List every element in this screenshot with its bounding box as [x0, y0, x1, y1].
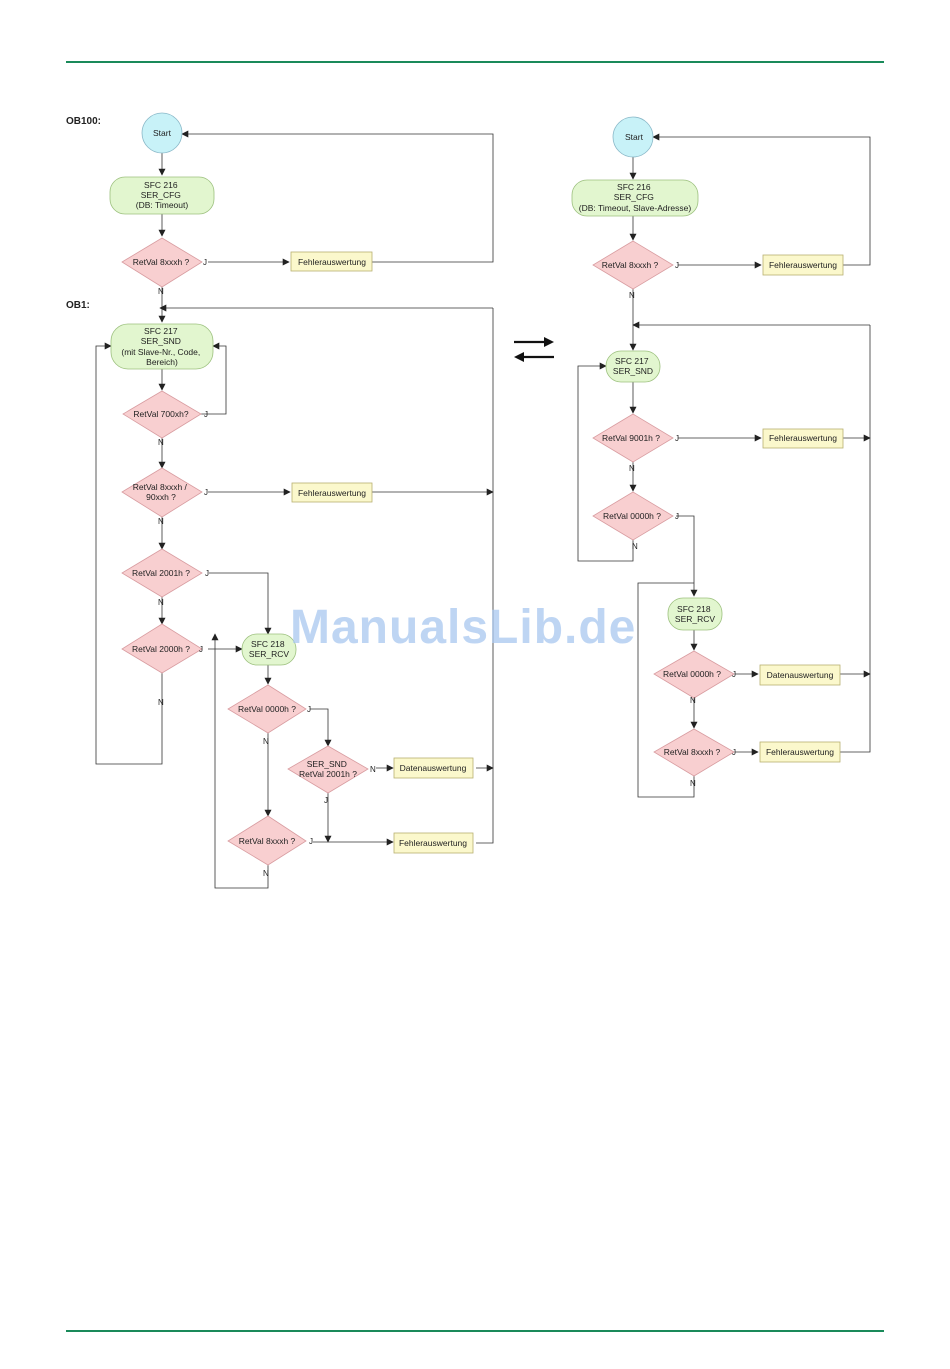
right-decision-0000h-1 [592, 491, 674, 541]
right-decision-8xxxh-2-label: RetVal 8xxxh ? [664, 747, 721, 757]
left-decision-700xh-label: RetVal 700xh? [133, 409, 188, 419]
left-decision-8xxxh-90xxh-label: RetVal 8xxxh / 90xxh ? [133, 482, 190, 502]
right-start-terminator [612, 116, 654, 158]
svg-text:N: N [629, 291, 635, 300]
svg-text:J: J [675, 434, 679, 443]
top-rule [66, 61, 884, 63]
left-sfc216-box [109, 176, 215, 215]
svg-text:J: J [204, 488, 208, 497]
left-start-label: Start [153, 128, 172, 138]
left-branch-labels: J N J N J N J N J N J N N J J N [158, 258, 376, 878]
right-sfc216-box [571, 179, 699, 217]
left-sfc218-box [241, 633, 297, 666]
left-decision-2000h [121, 623, 203, 674]
right-sfc218-label: SFC 218 SER_RCV [675, 604, 715, 624]
right-error-eval-1-label: Fehlerauswertung [769, 260, 837, 270]
right-sfc218-box [667, 597, 723, 631]
left-error-eval-1 [290, 251, 373, 272]
svg-text:J: J [307, 705, 311, 714]
svg-text:N: N [158, 287, 164, 296]
svg-text:J: J [732, 748, 736, 757]
right-branch-labels: J N J N J N J N J N [629, 261, 736, 788]
left-error-eval-2-label: Fehlerauswertung [298, 488, 366, 498]
left-error-eval-2 [291, 482, 373, 503]
svg-text:N: N [158, 598, 164, 607]
left-decision-2001h [121, 548, 203, 598]
right-data-eval [759, 664, 841, 686]
right-decision-9001h-label: RetVal 9001h ? [602, 433, 660, 443]
left-error-eval-3 [393, 832, 474, 854]
right-decision-8xxxh-1-label: RetVal 8xxxh ? [602, 260, 659, 270]
left-sfc217-box [110, 323, 214, 370]
svg-text:J: J [203, 258, 207, 267]
right-decision-8xxxh-1 [592, 240, 674, 290]
right-decision-0000h-2 [653, 650, 735, 699]
right-decision-0000h-1-label: RetVal 0000h ? [603, 511, 661, 521]
svg-text:N: N [158, 438, 164, 447]
left-decision-8xxxh-1-label: RetVal 8xxxh ? [133, 257, 190, 267]
right-error-eval-1 [762, 254, 844, 276]
right-decision-8xxxh-2 [653, 728, 735, 777]
left-sfc218-label: SFC 218 SER_RCV [249, 639, 289, 659]
svg-text:J: J [324, 796, 328, 805]
svg-text:N: N [370, 765, 376, 774]
right-error-eval-2-label: Fehlerauswertung [769, 433, 837, 443]
section-ob1-label: OB1: [66, 300, 90, 311]
svg-text:J: J [309, 837, 313, 846]
right-decision-0000h-2-label: RetVal 0000h ? [663, 669, 721, 679]
svg-text:J: J [675, 261, 679, 270]
left-decision-0000h-label: RetVal 0000h ? [238, 704, 296, 714]
left-connectors [95, 130, 494, 889]
left-error-eval-3-label: Fehlerauswertung [399, 838, 467, 848]
section-ob100-label: OB100: [66, 116, 101, 127]
right-decision-9001h [592, 413, 674, 463]
left-decision-700xh [122, 390, 202, 439]
right-error-eval-3 [759, 741, 841, 763]
left-decision-2001h-label: RetVal 2001h ? [132, 568, 190, 578]
left-decision-8xxxh-1 [121, 237, 203, 288]
left-decision-0000h [227, 684, 307, 734]
left-start-terminator [141, 112, 183, 154]
left-decision-2000h-label: RetVal 2000h ? [132, 644, 190, 654]
right-error-eval-3-label: Fehlerauswertung [766, 747, 834, 757]
left-data-eval-label: Datenauswertung [400, 763, 467, 773]
right-sfc217-label: SFC 217 SER_SND [613, 356, 653, 376]
left-sfc216-label: SFC 216 SER_CFG (DB: Timeout) [136, 180, 189, 210]
svg-text:J: J [205, 569, 209, 578]
left-decision-ser-snd [287, 745, 369, 794]
left-error-eval-1-label: Fehlerauswertung [298, 257, 366, 267]
svg-text:N: N [263, 737, 269, 746]
svg-text:N: N [690, 779, 696, 788]
svg-text:J: J [675, 512, 679, 521]
left-decision-8xxxh-90xxh [121, 467, 203, 518]
svg-text:N: N [158, 698, 164, 707]
svg-text:N: N [158, 517, 164, 526]
svg-text:N: N [690, 696, 696, 705]
svg-text:N: N [632, 542, 638, 551]
right-data-eval-label: Datenauswertung [767, 670, 834, 680]
right-start-label: Start [625, 132, 644, 142]
right-sfc217-box [605, 350, 661, 383]
right-connectors [577, 133, 871, 798]
svg-text:J: J [199, 645, 203, 654]
left-decision-ser-snd-label: SER_SND RetVal 2001h ? [299, 759, 357, 779]
left-sfc217-label: SFC 217 SER_SND (mit Slave-Nr., Code, Be… [121, 326, 202, 367]
watermark: ManualsLib.de [290, 601, 637, 654]
svg-text:N: N [629, 464, 635, 473]
right-sfc216-label: SFC 216 SER_CFG (DB: Timeout, Slave-Adre… [579, 182, 692, 213]
left-decision-8xxxh-2-label: RetVal 8xxxh ? [239, 836, 296, 846]
left-decision-8xxxh-2 [227, 815, 307, 866]
svg-text:J: J [732, 670, 736, 679]
left-data-eval [393, 757, 474, 779]
exchange-arrows-icon [514, 337, 554, 362]
bottom-rule [66, 1330, 884, 1332]
svg-text:N: N [263, 869, 269, 878]
svg-text:J: J [204, 410, 208, 419]
right-error-eval-2 [762, 428, 844, 449]
